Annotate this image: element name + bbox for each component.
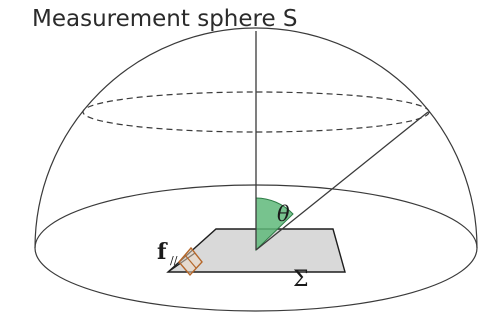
latitude-ring	[82, 91, 430, 133]
sample-plane	[166, 228, 346, 273]
hemisphere-dome	[34, 27, 478, 249]
force-label: f	[157, 239, 168, 265]
sigma-label: Σ	[293, 267, 309, 292]
direction-ray	[255, 111, 429, 251]
theta-label: θ	[277, 202, 290, 226]
force-subscript: //	[170, 254, 178, 267]
sample-element-edge	[184, 254, 197, 269]
